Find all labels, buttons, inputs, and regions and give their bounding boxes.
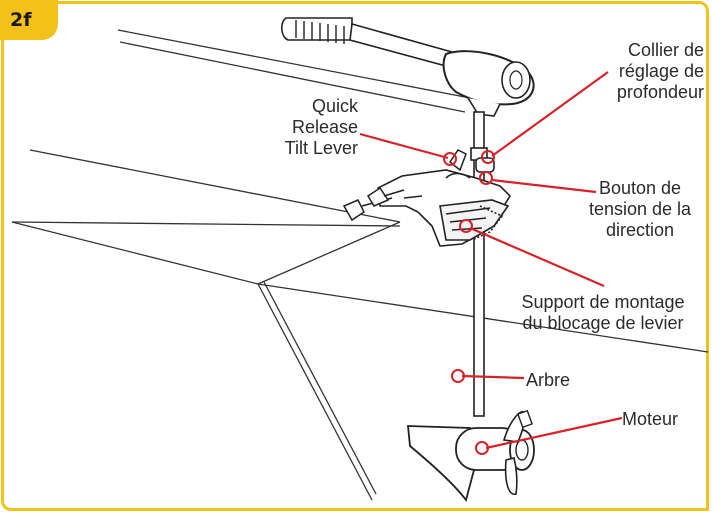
mounting-bracket — [377, 169, 512, 247]
clamp-screw — [342, 186, 405, 222]
trolling-motor — [280, 17, 535, 503]
label-tension-knob: Bouton de tension de la direction — [588, 178, 692, 240]
shaft — [473, 111, 485, 417]
callout-lines — [359, 71, 623, 450]
tiller-handle — [280, 17, 454, 67]
label-motor: Moteur — [622, 409, 679, 429]
label-depth-collar: Collier de réglage de profondeur — [616, 40, 704, 102]
label-tilt-lever: Quick Release Tilt Lever — [284, 96, 358, 158]
callout-markers — [443, 150, 495, 455]
step-badge: 2f — [0, 0, 58, 40]
motor-pod — [407, 409, 535, 503]
label-shaft: Arbre — [526, 370, 571, 390]
label-mount-bracket: Support de montage du blocage de levier — [521, 292, 685, 333]
